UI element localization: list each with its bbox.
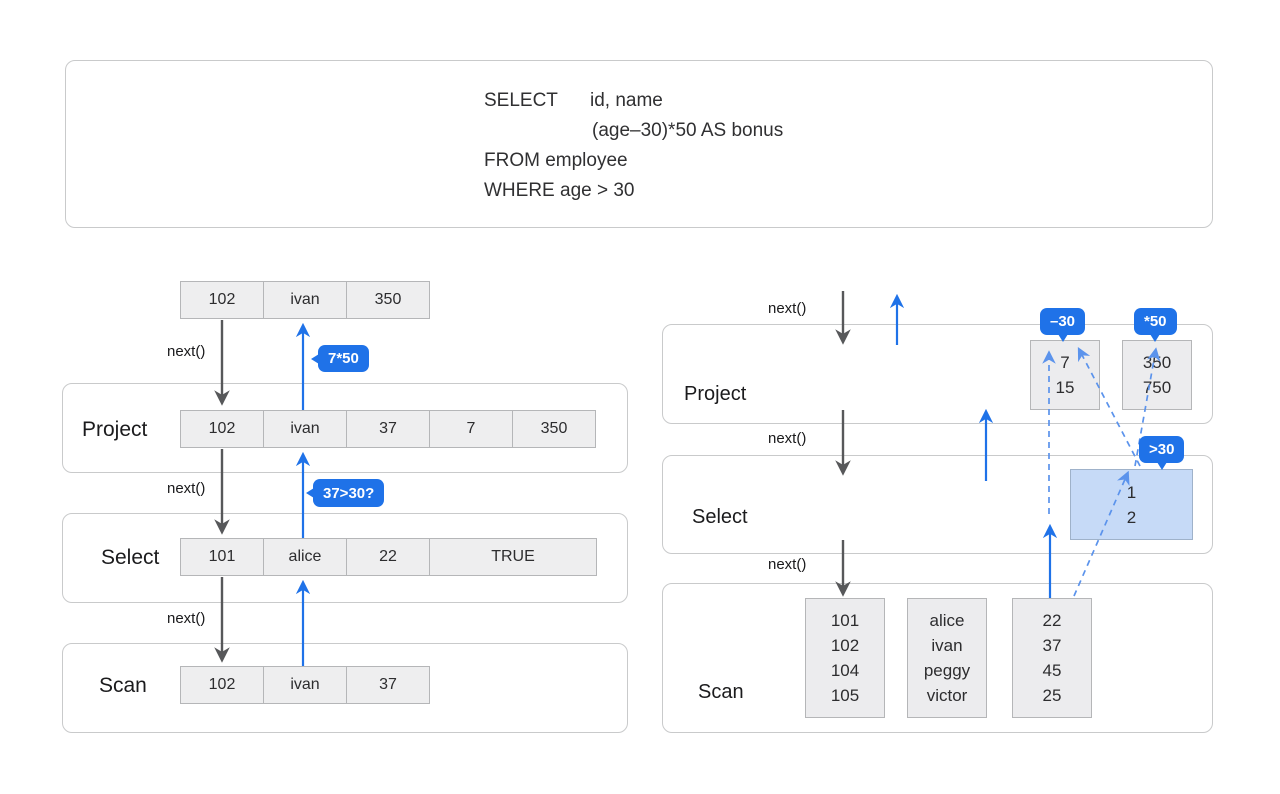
next-call-label: next() bbox=[768, 556, 807, 573]
scan-tuple-row: 102 ivan 37 bbox=[180, 666, 430, 704]
id-column-vector: 101 102 104 105 bbox=[805, 598, 885, 718]
tuple-cell: ivan bbox=[263, 666, 347, 704]
next-call-label: next() bbox=[167, 480, 206, 497]
tuple-cell: TRUE bbox=[429, 538, 597, 576]
vector-value: 104 bbox=[830, 661, 860, 680]
sql-select-keyword: SELECT bbox=[484, 90, 558, 111]
vector-value: 37 bbox=[1042, 636, 1062, 655]
project-tuple-row: 102 ivan 37 7 350 bbox=[180, 410, 596, 448]
tuple-cell: 350 bbox=[512, 410, 596, 448]
name-column-vector: alice ivan peggy victor bbox=[907, 598, 987, 718]
tuple-cell: 102 bbox=[180, 666, 264, 704]
vector-value: ivan bbox=[931, 636, 963, 655]
next-call-label: next() bbox=[167, 343, 206, 360]
vector-value: 45 bbox=[1042, 661, 1062, 680]
mul50-compute-badge: *50 bbox=[1134, 308, 1177, 335]
output-tuple-row: 102 ivan 350 bbox=[180, 281, 430, 319]
sql-select-expression: (age–30)*50 AS bonus bbox=[592, 120, 784, 141]
scan-operator-label: Scan bbox=[698, 681, 744, 703]
tuple-cell: 37 bbox=[346, 666, 430, 704]
select-predicate-badge: 37>30? bbox=[313, 479, 385, 507]
vector-value: 101 bbox=[830, 611, 860, 630]
vector-value: 7 bbox=[1060, 353, 1070, 372]
sql-where-line: WHERE age > 30 bbox=[484, 180, 635, 201]
vector-value: victor bbox=[926, 686, 968, 705]
next-call-label: next() bbox=[167, 610, 206, 627]
tuple-cell: 7 bbox=[429, 410, 513, 448]
tuple-cell: 37 bbox=[346, 410, 430, 448]
tuple-cell: ivan bbox=[263, 410, 347, 448]
vector-value: 22 bbox=[1042, 611, 1062, 630]
vector-value: 750 bbox=[1142, 378, 1172, 397]
tuple-cell: 102 bbox=[180, 281, 264, 319]
vector-value: 1 bbox=[1126, 482, 1137, 502]
vector-value: 105 bbox=[830, 686, 860, 705]
age-column-vector: 22 37 45 25 bbox=[1012, 598, 1092, 718]
project-compute-badge: 7*50 bbox=[318, 345, 369, 372]
vector-value: alice bbox=[929, 611, 965, 630]
sql-query-box: SELECT id, name (age–30)*50 AS bonus FRO… bbox=[65, 60, 1213, 228]
vector-value: 102 bbox=[830, 636, 860, 655]
vector-value: 15 bbox=[1055, 378, 1075, 397]
next-call-label: next() bbox=[768, 430, 807, 447]
tuple-cell: 22 bbox=[346, 538, 430, 576]
sql-select-fields: id, name bbox=[590, 90, 663, 111]
tuple-cell: 350 bbox=[346, 281, 430, 319]
select-operator-label: Select bbox=[692, 506, 748, 528]
tuple-cell: 102 bbox=[180, 410, 264, 448]
vector-value: 350 bbox=[1142, 353, 1172, 372]
sql-from-line: FROM employee bbox=[484, 150, 628, 171]
vector-value: 25 bbox=[1042, 686, 1062, 705]
select-operator-label: Select bbox=[101, 546, 160, 569]
vector-value: peggy bbox=[923, 661, 971, 680]
mul50-result-vector: 350 750 bbox=[1122, 340, 1192, 410]
next-call-label: next() bbox=[768, 300, 807, 317]
project-operator-label: Project bbox=[82, 418, 148, 441]
gt30-predicate-badge: >30 bbox=[1139, 436, 1185, 463]
scan-operator-label: Scan bbox=[99, 674, 147, 697]
project-operator-label: Project bbox=[684, 383, 747, 405]
tuple-cell: 101 bbox=[180, 538, 264, 576]
minus30-result-vector: 7 15 bbox=[1030, 340, 1100, 410]
minus30-compute-badge: –30 bbox=[1040, 308, 1086, 335]
selection-vector: 1 2 bbox=[1070, 469, 1193, 540]
select-tuple-row: 101 alice 22 TRUE bbox=[180, 538, 597, 576]
vector-value: 2 bbox=[1126, 507, 1137, 527]
tuple-cell: alice bbox=[263, 538, 347, 576]
tuple-cell: ivan bbox=[263, 281, 347, 319]
